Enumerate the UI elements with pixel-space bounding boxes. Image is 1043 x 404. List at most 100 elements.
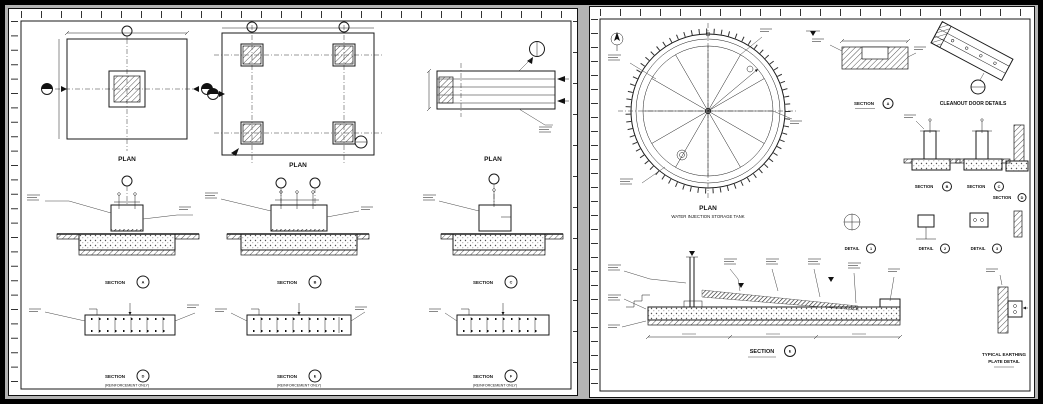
col1-reinf-mark: D bbox=[142, 375, 145, 379]
col1-section-label: SECTION bbox=[105, 280, 125, 285]
detail-3-label: DETAIL bbox=[971, 246, 986, 251]
annotation-note bbox=[811, 38, 825, 42]
col1-plan-label: PLAN bbox=[118, 156, 136, 163]
col2-section-mark-bubble bbox=[308, 275, 322, 289]
level-symbol bbox=[806, 30, 820, 36]
col1-reinforcement-drawing: SECTION D (REINFORCEMENT ONLY) bbox=[28, 303, 200, 388]
col3-section-mark-bubble bbox=[504, 275, 518, 289]
tank-plan-subtitle: WATER INJECTION STORAGE TANK bbox=[671, 214, 744, 219]
annotation-note bbox=[985, 268, 999, 272]
col3-reinforcement-drawing: SECTION F (REINFORCEMENT ONLY) bbox=[428, 303, 550, 388]
col1-section-mark-bubble bbox=[136, 275, 150, 289]
col1-section-mark: A bbox=[142, 281, 145, 285]
detail-2-mark-bubble bbox=[940, 243, 950, 254]
col1-plan-drawing: PLAN bbox=[41, 25, 213, 163]
mid-section-3-mark: D bbox=[1021, 196, 1024, 200]
left-drawing-sheet: PLAN SECTION bbox=[8, 8, 578, 396]
col3-plan-label: PLAN bbox=[484, 156, 502, 163]
bottom-section-mark: E bbox=[789, 350, 792, 354]
curb-section-drawing: SECTION A bbox=[811, 38, 927, 109]
detail-2-label: DETAIL bbox=[919, 246, 934, 251]
mid-section-2-label: SECTION bbox=[967, 184, 986, 189]
col2-section-drawing: SECTION B bbox=[204, 177, 374, 289]
mid-section-3-drawing: SECTION D bbox=[993, 124, 1029, 202]
curb-section-label: SECTION bbox=[854, 101, 874, 106]
annotation-note bbox=[913, 46, 927, 50]
mid-section-1-mark: B bbox=[946, 185, 949, 189]
earthing-plate-detail-drawing: TYPICAL EARTHING PLATE DETAIL bbox=[982, 268, 1028, 368]
annotation-note bbox=[178, 206, 192, 210]
annotation-note bbox=[186, 304, 200, 308]
curb-section-mark-bubble bbox=[882, 98, 894, 109]
col2-section-label: SECTION bbox=[277, 280, 297, 285]
col2-plan-label: PLAN bbox=[289, 162, 307, 169]
mid-section-3-label: SECTION bbox=[993, 195, 1012, 200]
left-sheet-frame bbox=[11, 11, 577, 390]
col3-reinf-label: SECTION bbox=[473, 374, 493, 379]
col2-reinf-label: SECTION bbox=[277, 374, 297, 379]
col2-reinf-mark-bubble bbox=[308, 369, 322, 383]
detail-2-mark: 2 bbox=[944, 247, 946, 251]
bottom-section-mark-bubble bbox=[784, 345, 796, 357]
annotation-note bbox=[903, 114, 917, 118]
annotation-note bbox=[28, 308, 42, 312]
right-sheet-frame bbox=[591, 9, 1031, 392]
col3-reinf-note: (REINFORCEMENT ONLY) bbox=[473, 384, 517, 388]
col2-reinf-mark: E bbox=[314, 375, 317, 379]
annotation-note bbox=[607, 294, 622, 301]
annotation-note bbox=[538, 126, 553, 133]
mid-section-2-mark: C bbox=[998, 185, 1001, 189]
annotation-note bbox=[807, 258, 822, 265]
mid-section-2-mark-bubble bbox=[994, 181, 1004, 192]
tank-plan-label: PLAN bbox=[699, 205, 717, 212]
annotation-note bbox=[607, 324, 621, 328]
annotation-note bbox=[887, 268, 901, 272]
detail-1-mark-bubble bbox=[866, 243, 876, 254]
col3-section-drawing: SECTION C bbox=[422, 173, 564, 289]
detail-1-drawing: DETAIL 1 bbox=[843, 213, 876, 254]
tank-foundation-section-drawing: SECTION E bbox=[607, 251, 903, 358]
annotation-note bbox=[723, 258, 738, 265]
annotation-note bbox=[759, 28, 773, 32]
mid-section-1-label: SECTION bbox=[915, 184, 934, 189]
col2-reinforcement-drawing: SECTION E (REINFORCEMENT ONLY) bbox=[214, 303, 368, 388]
north-arrow-symbol bbox=[610, 32, 624, 51]
col3-section-mark: C bbox=[510, 281, 513, 285]
annotation-note bbox=[789, 120, 803, 124]
annotation-note bbox=[360, 206, 374, 210]
left-sheet-svg: PLAN SECTION bbox=[11, 11, 577, 390]
col1-reinf-mark-bubble bbox=[136, 369, 150, 383]
annotation-note bbox=[214, 308, 228, 312]
detail-3-mark-bubble bbox=[992, 243, 1002, 254]
col2-section-mark: B bbox=[314, 281, 317, 285]
col3-section-label: SECTION bbox=[473, 280, 493, 285]
annotation-note bbox=[354, 306, 368, 310]
cleanout-door-drawing: CLEANOUT DOOR DETAILS bbox=[930, 20, 1014, 107]
annotation-note bbox=[607, 264, 622, 271]
col1-reinf-note: (REINFORCEMENT ONLY) bbox=[105, 384, 149, 388]
annotation-note bbox=[607, 54, 622, 61]
detail-1-label: DETAIL bbox=[845, 246, 860, 251]
earthing-title-line1: TYPICAL EARTHING bbox=[982, 352, 1026, 357]
detail-1-mark: 1 bbox=[870, 247, 872, 251]
annotation-note bbox=[619, 178, 634, 185]
col3-reinf-mark: F bbox=[510, 375, 513, 379]
col2-reinf-note: (REINFORCEMENT ONLY) bbox=[277, 384, 321, 388]
mid-section-2-drawing: SECTION C bbox=[955, 118, 1011, 192]
annotation-note bbox=[428, 308, 442, 312]
col3-reinf-mark-bubble bbox=[504, 369, 518, 383]
col3-plan-drawing: PLAN bbox=[426, 41, 569, 163]
annotation-note bbox=[26, 194, 41, 201]
annotation-note bbox=[422, 194, 437, 201]
mid-section-3-mark-bubble bbox=[1017, 193, 1027, 202]
tank-plan-drawing: PLAN WATER INJECTION STORAGE TANK bbox=[607, 23, 803, 219]
annotation-note bbox=[847, 262, 862, 269]
detail-2-drawing: DETAIL 2 bbox=[916, 214, 950, 254]
col1-reinf-label: SECTION bbox=[105, 374, 125, 379]
annotation-note bbox=[765, 258, 780, 265]
earthing-title-line2: PLATE DETAIL bbox=[988, 359, 1020, 364]
curb-section-mark: A bbox=[887, 102, 890, 106]
bottom-section-label: SECTION bbox=[750, 349, 774, 355]
detail-3-mark: 3 bbox=[996, 247, 998, 251]
annotation-note bbox=[204, 192, 219, 199]
